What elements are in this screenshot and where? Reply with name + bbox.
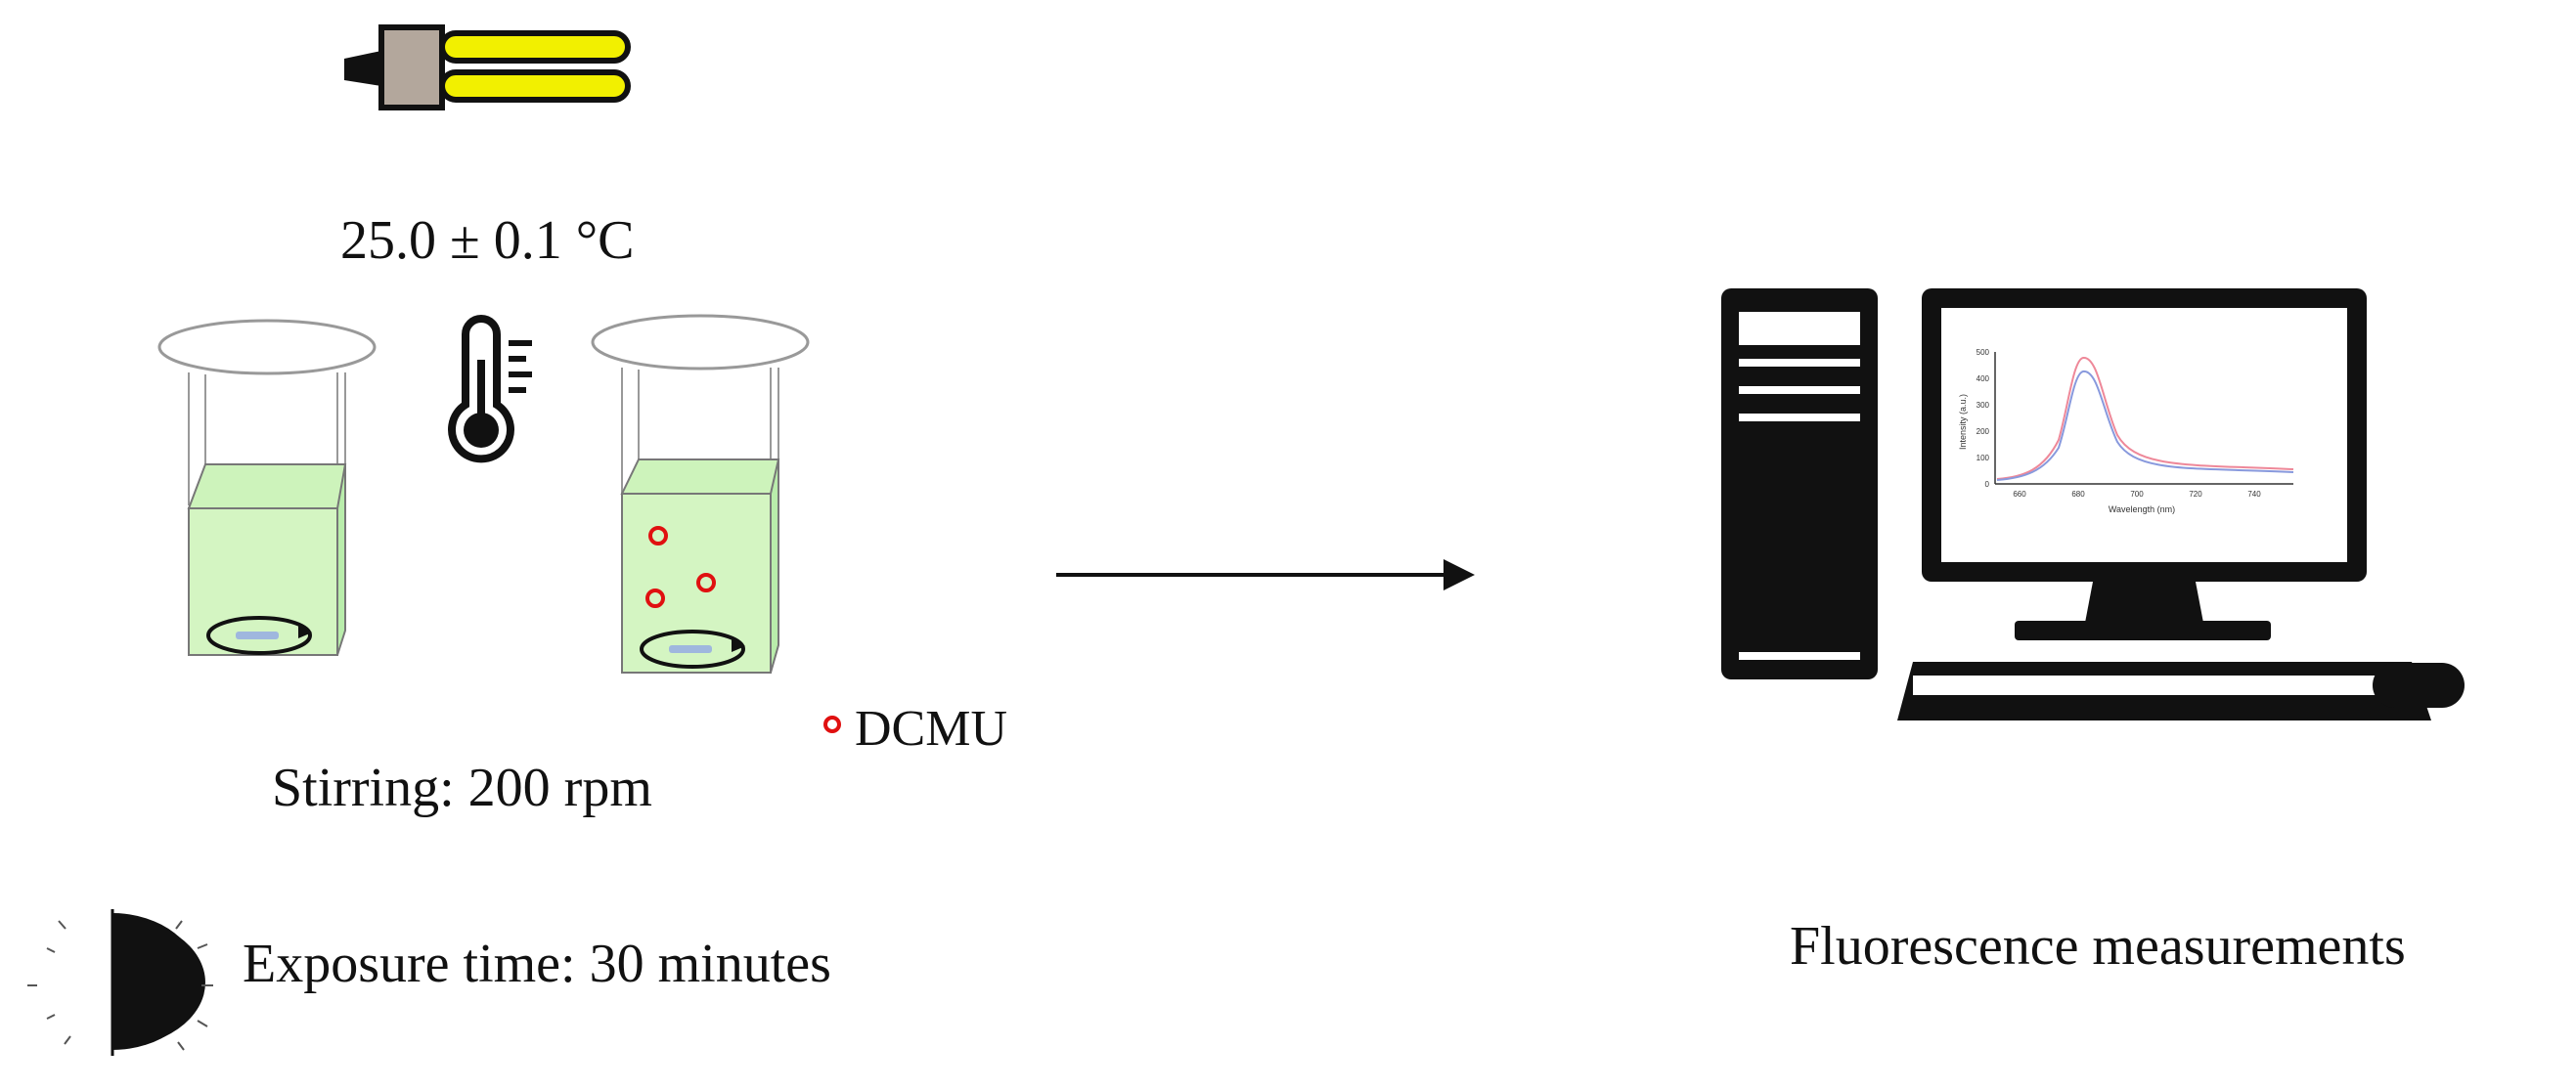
thermometer-icon	[448, 315, 532, 463]
mini-xtick: 700	[2130, 490, 2144, 499]
dcmu-legend-label: DCMU	[855, 701, 1008, 757]
mini-ytick: 0	[1985, 480, 1990, 489]
dcmu-particle	[648, 526, 668, 546]
dcmu-legend-marker	[823, 716, 841, 733]
computer-icon	[1721, 288, 2465, 720]
lamp-icon	[344, 24, 631, 110]
mini-ylabel: Intensity (a.u.)	[1958, 394, 1968, 450]
mini-xtick: 660	[2013, 490, 2026, 499]
dcmu-particle	[645, 589, 665, 608]
mini-spectrum-chart: Intensity (a.u.) 500 400 300 200 100 0 6…	[1958, 348, 2294, 514]
mini-xlabel: Wavelength (nm)	[2109, 504, 2175, 514]
mini-xtick: 720	[2189, 490, 2202, 499]
temperature-label: 25.0 ± 0.1 °C	[340, 210, 635, 271]
stirring-label: Stirring: 200 rpm	[272, 758, 652, 818]
exposure-label: Exposure time: 30 minutes	[243, 934, 831, 994]
arrow-icon	[1056, 559, 1475, 590]
fluorescence-label: Fluorescence measurements	[1790, 916, 2406, 977]
spectrum-curve-2	[1996, 371, 2294, 481]
mini-xtick: 740	[2247, 490, 2261, 499]
cuvette-control	[157, 319, 377, 656]
cuvette-dcmu	[591, 314, 810, 674]
mini-ytick: 500	[1976, 348, 1990, 357]
mini-ytick: 100	[1976, 454, 1990, 462]
mini-ytick: 200	[1976, 427, 1990, 436]
mini-ytick: 300	[1976, 401, 1990, 410]
dcmu-particle	[696, 573, 716, 592]
half-sun-icon	[27, 909, 213, 1056]
mini-xtick: 680	[2071, 490, 2085, 499]
mini-ytick: 400	[1976, 374, 1990, 383]
spectrum-curve-1	[1996, 357, 2294, 480]
